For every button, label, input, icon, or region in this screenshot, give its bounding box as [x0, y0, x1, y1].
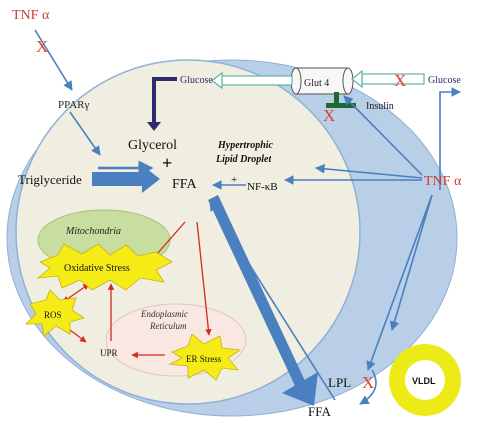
glucose-outer-arrow — [351, 69, 425, 89]
tnf-to-ppar-arrow — [34, 29, 73, 91]
insulin-label: Insulin — [366, 101, 394, 112]
ffa-to-er-arrow — [196, 221, 212, 336]
ppar-to-ffa-arrow — [69, 111, 101, 156]
x-mark-lpl: X — [362, 373, 374, 392]
glucose-inner-arrow — [211, 71, 293, 90]
ros-label: ROS — [44, 310, 62, 320]
nfkb-plus-label: + — [231, 174, 237, 186]
tnf-to-glut4-arrow — [343, 95, 423, 176]
triglyceride-label: Triglyceride — [18, 172, 82, 187]
x-mark-glucose: X — [394, 71, 406, 90]
glucose-outer-label: Glucose — [428, 75, 461, 86]
x-mark-tnf: X — [36, 37, 48, 56]
hypertrophic-label: Hypertrophic — [217, 140, 274, 151]
ffa-outer-label: FFA — [308, 404, 331, 419]
glucose-to-glycerol-arrow — [147, 77, 177, 131]
ros-burst — [25, 289, 85, 337]
tnf-to-droplet-arrow — [315, 164, 423, 179]
insulin-receptor-mark — [326, 92, 356, 108]
er-line2-label: Reticulum — [149, 321, 187, 331]
upr-label: UPR — [100, 348, 118, 358]
ppar-gamma-label: PPARγ — [58, 99, 90, 111]
nfkb-label: NF-κB — [247, 181, 278, 193]
tnf-up-arrow — [439, 87, 461, 190]
tnf-to-lpl-arrow — [366, 194, 433, 371]
vldl-label: VLDL — [412, 376, 436, 386]
er-line1-label: Endoplasmic — [140, 309, 188, 319]
oxidative-stress-label: Oxidative Stress — [64, 263, 130, 274]
glycerol-label: Glycerol — [128, 138, 177, 153]
vldl-hole — [405, 360, 445, 400]
blue-arrows — [34, 29, 461, 405]
ffa-export-arrow — [208, 195, 318, 406]
er-stress-burst — [168, 333, 242, 381]
tnf-alpha-top-label: TNF α — [12, 8, 50, 23]
mitochondria-label: Mitochondria — [65, 226, 121, 237]
glut4-label: Glut 4 — [304, 78, 329, 89]
ffa-inner-label: FFA — [172, 177, 198, 192]
plus-sign-label: + — [162, 153, 172, 173]
tnf-alpha-right-label: TNF α — [424, 174, 462, 189]
triglyceride-arrow — [92, 165, 160, 193]
tnf-to-vldl-arrow — [389, 194, 433, 331]
x-mark-insulin: X — [323, 106, 335, 125]
lipid-droplet-label: Lipid Droplet — [215, 154, 272, 165]
lpl-curve-arrow — [359, 369, 377, 405]
lpl-label: LPL — [328, 375, 351, 390]
oxidative-stress-burst — [36, 243, 173, 291]
er-stress-label: ER Stress — [186, 354, 222, 364]
glucose-inner-label: Glucose — [180, 75, 213, 86]
